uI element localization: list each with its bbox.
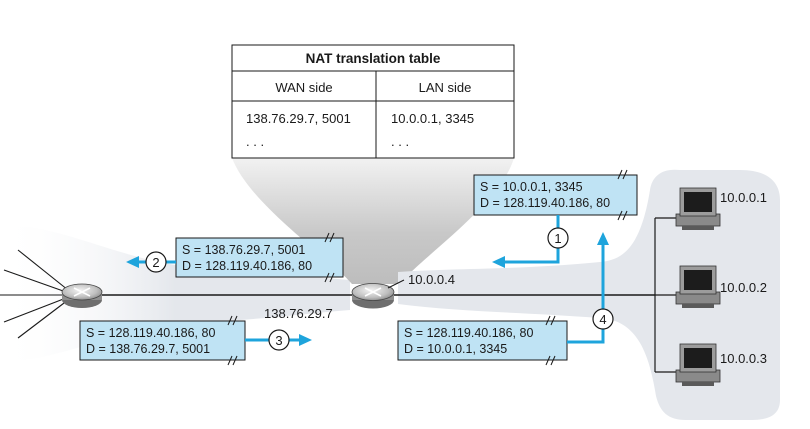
host-1-ip: 10.0.0.1: [720, 190, 767, 205]
packet-4-destination: D = 10.0.0.1, 3345: [404, 342, 507, 356]
host-computer-1: [675, 187, 721, 230]
packet-1-destination: D = 128.119.40.186, 80: [480, 196, 610, 210]
nat-router-lan-ip: 10.0.0.4: [408, 272, 455, 287]
lan-entry: 10.0.0.1, 3345: [391, 111, 474, 126]
arrow-step-4: [567, 232, 609, 344]
step-2-badge: 2: [145, 251, 167, 273]
packet-3: S = 128.119.40.186, 80 D = 138.76.29.7, …: [79, 315, 246, 366]
svg-text:2: 2: [152, 255, 159, 270]
packet-3-source: S = 128.119.40.186, 80: [86, 326, 215, 340]
lan-ip-pointer: [387, 279, 405, 289]
left-router-spokes: [0, 249, 69, 339]
svg-text:1: 1: [554, 231, 561, 246]
step-1-badge: 1: [547, 227, 569, 249]
packet-2-source: S = 138.76.29.7, 5001: [182, 243, 305, 257]
packet-1-source: S = 10.0.0.1, 3345: [480, 180, 583, 194]
packet-2: S = 138.76.29.7, 5001 D = 128.119.40.186…: [175, 232, 344, 283]
step-4-badge: 4: [592, 308, 614, 330]
internet-router: [61, 283, 103, 308]
host-computer-2: [675, 265, 721, 308]
host-2-ip: 10.0.0.2: [720, 280, 767, 295]
host-computer-3: [675, 343, 721, 386]
packet-4: S = 128.119.40.186, 80 D = 10.0.0.1, 334…: [397, 315, 568, 366]
nat-table-funnel: [232, 158, 514, 284]
svg-text:3: 3: [275, 333, 282, 348]
wan-ellipsis: . . .: [246, 134, 264, 149]
nat-table-title: NAT translation table: [306, 51, 441, 66]
lan-ellipsis: . . .: [391, 134, 409, 149]
packet-2-destination: D = 128.119.40.186, 80: [182, 259, 312, 273]
wan-entry: 138.76.29.7, 5001: [246, 111, 351, 126]
packet-4-source: S = 128.119.40.186, 80: [404, 326, 533, 340]
nat-translation-table: NAT translation table WAN side LAN side …: [231, 44, 515, 159]
svg-text:4: 4: [599, 312, 606, 327]
nat-router-wan-ip: 138.76.29.7: [264, 306, 333, 321]
packet-3-destination: D = 138.76.29.7, 5001: [86, 342, 210, 356]
step-3-badge: 3: [268, 329, 290, 351]
wan-side-header: WAN side: [275, 80, 332, 95]
host-3-ip: 10.0.0.3: [720, 351, 767, 366]
packet-1: S = 10.0.0.1, 3345 D = 128.119.40.186, 8…: [473, 169, 638, 221]
lan-side-header: LAN side: [419, 80, 472, 95]
nat-router: [351, 283, 395, 309]
